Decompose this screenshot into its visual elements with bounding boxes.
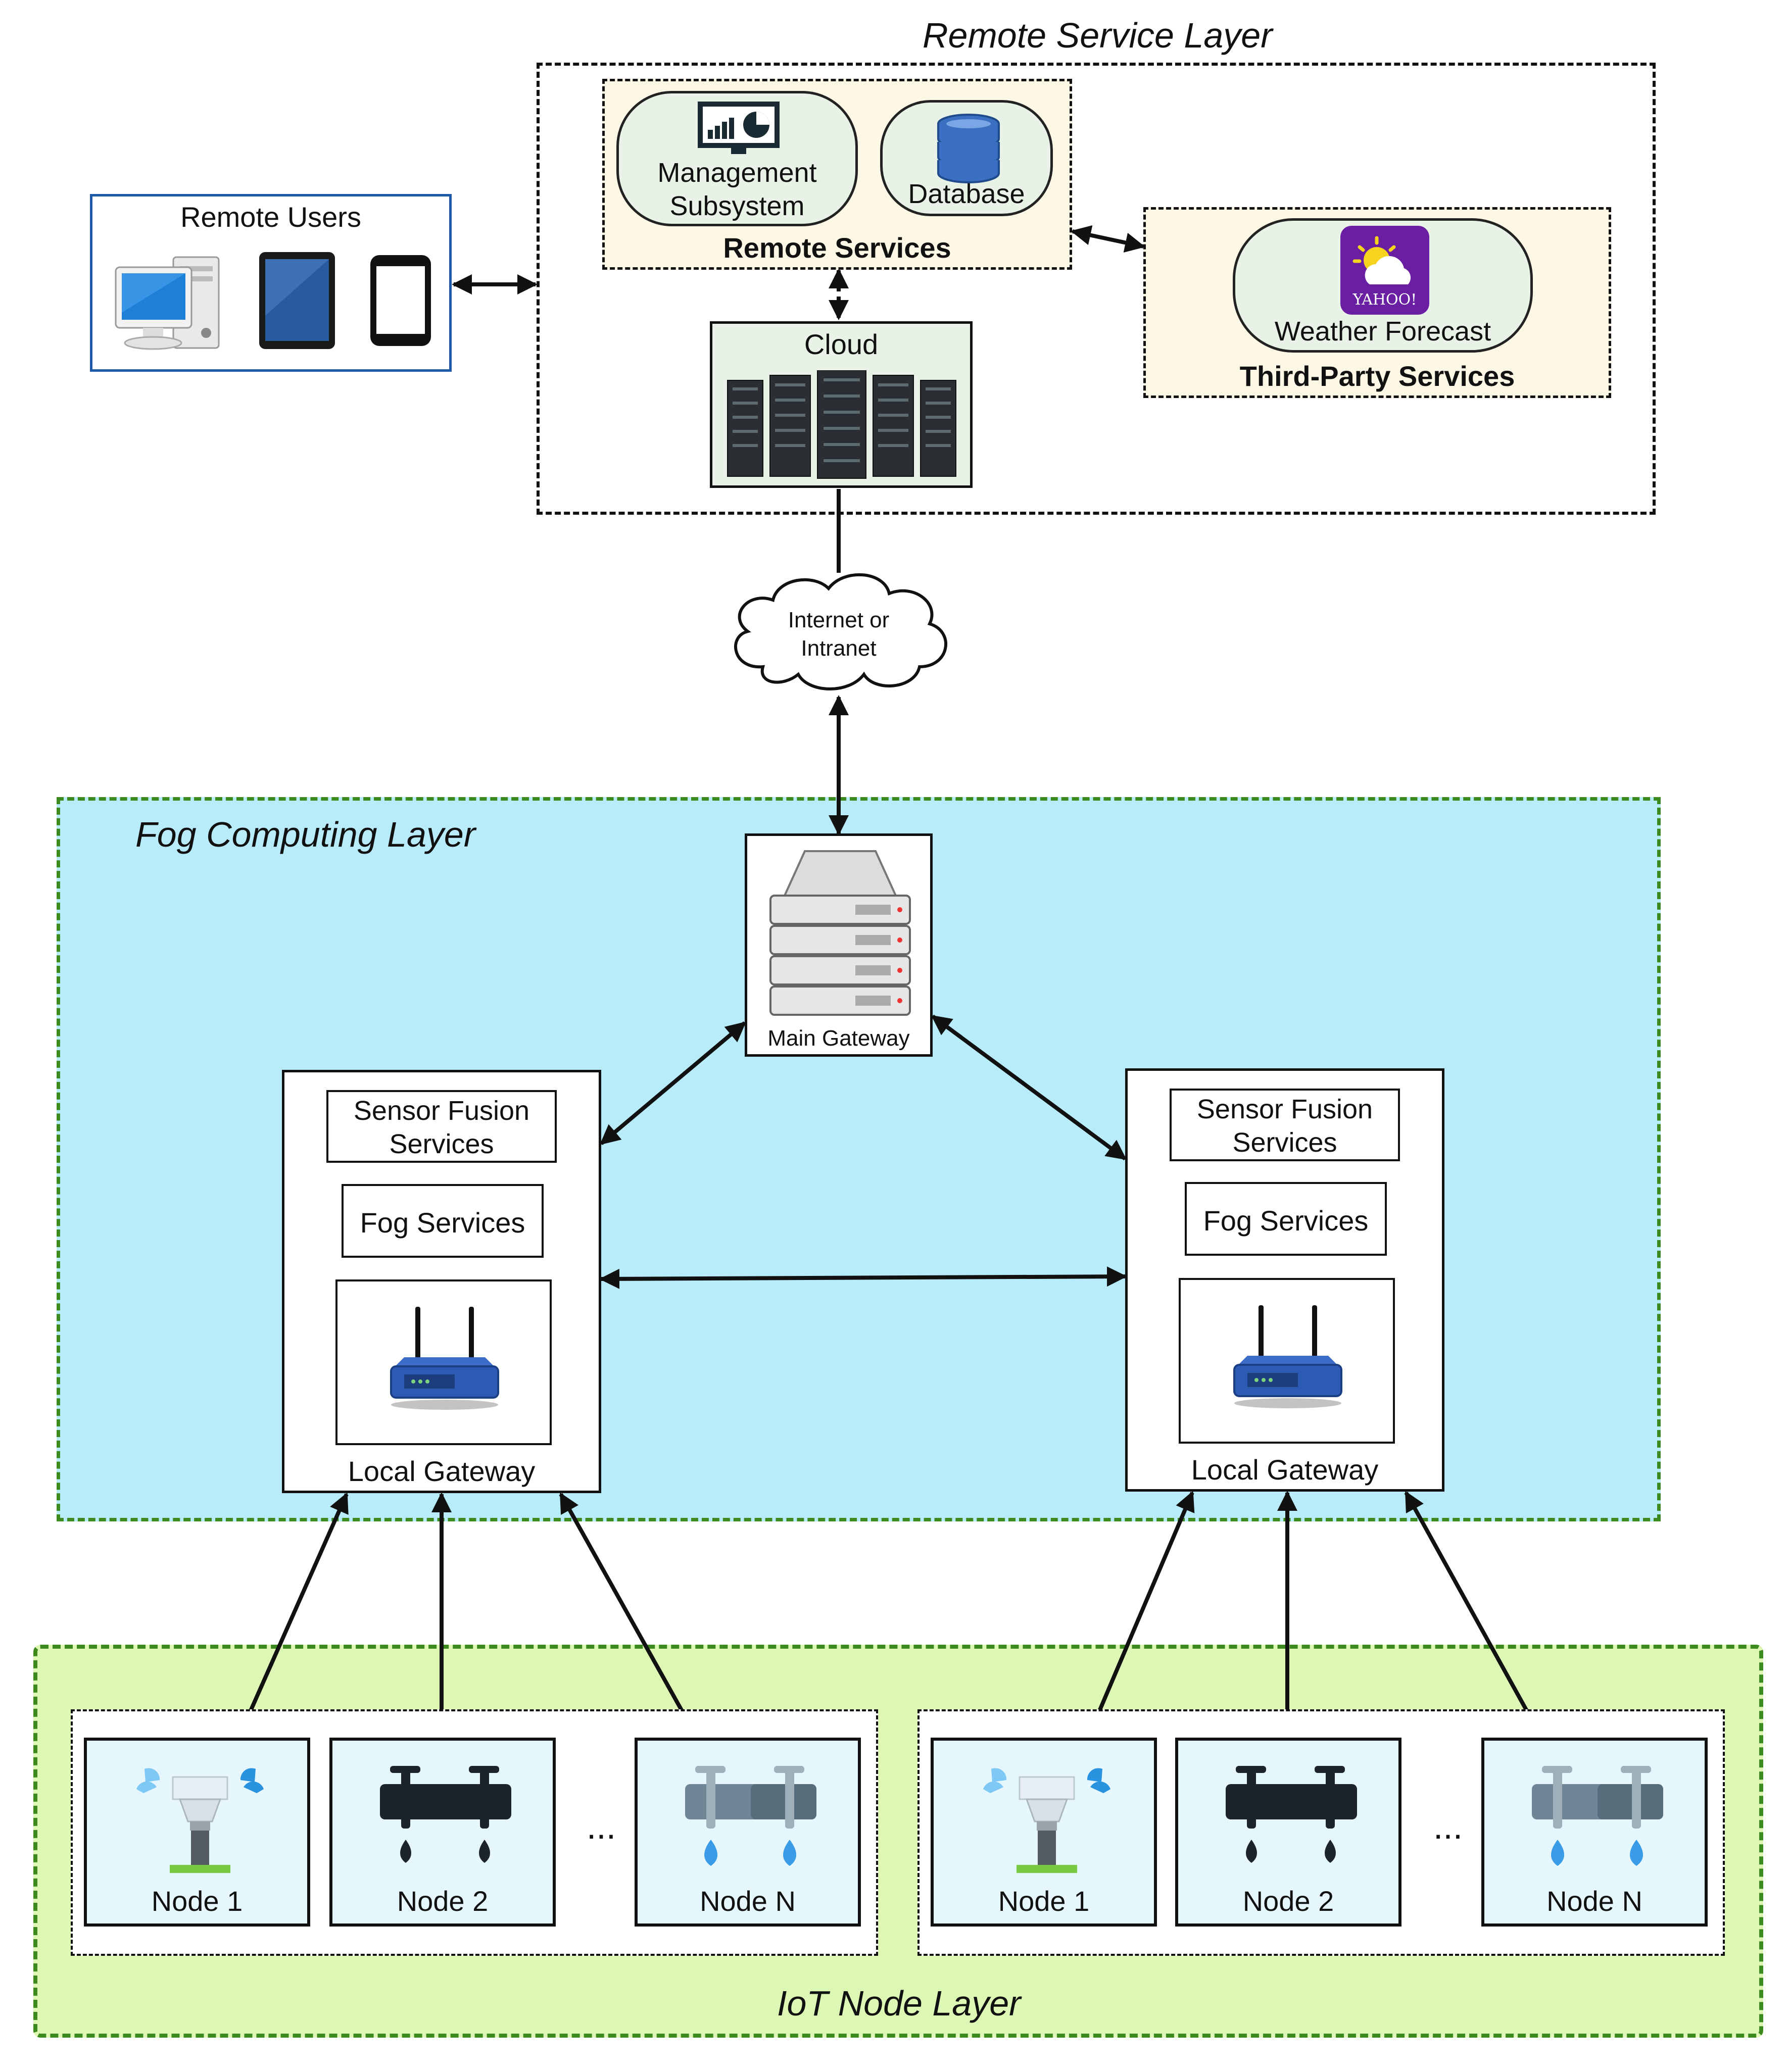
remote-users-box: Remote Users: [90, 194, 452, 372]
cloud-label: Cloud: [804, 328, 879, 360]
analytics-monitor-icon: [698, 102, 780, 154]
desktop-icon: [115, 256, 220, 350]
node-label: Node 1: [998, 1885, 1090, 1917]
fog-services-label: Fog Services: [360, 1207, 525, 1239]
left-to-right-gateway-arrow: [599, 1266, 1127, 1289]
left-gw-node1-arrow: [238, 1492, 349, 1736]
sprinkler-icon: [983, 1768, 1110, 1873]
remote-users-title: Remote Users: [180, 201, 361, 233]
cloud-box[interactable]: Cloud: [710, 321, 973, 488]
server-rack-icon: [727, 370, 956, 479]
node-label: Node 2: [1242, 1885, 1334, 1917]
management-subsystem-label: Management Subsystem: [657, 158, 817, 221]
node-n-left[interactable]: Node N: [635, 1738, 861, 1927]
services-to-thirdparty-arrow: [1071, 225, 1145, 253]
main-gateway-label: Main Gateway: [767, 1026, 910, 1051]
right-gw-nodeN-arrow: [1404, 1491, 1541, 1736]
main-to-right-gateway-arrow: [931, 1014, 1127, 1161]
drip-pipe-dark-icon: [380, 1766, 511, 1863]
yahoo-logo-text: YAHOO!: [1352, 291, 1417, 309]
remote-layer-title: Remote Service Layer: [923, 16, 1273, 55]
node-label: Node 1: [151, 1885, 243, 1917]
sensor-fusion-services-left[interactable]: Sensor Fusion Services: [326, 1090, 557, 1163]
internet-cloud-shape: [734, 573, 947, 690]
node-label: Node N: [700, 1885, 796, 1917]
database-pill[interactable]: Database: [880, 100, 1053, 216]
tablet-icon: [259, 252, 335, 349]
sensor-fusion-services-right[interactable]: Sensor Fusion Services: [1170, 1089, 1400, 1161]
router-frame-right: [1179, 1278, 1395, 1444]
fog-services-right[interactable]: Fog Services: [1185, 1182, 1387, 1256]
node-1-left[interactable]: Node 1: [84, 1738, 310, 1927]
ellipsis-left: ...: [586, 1807, 616, 1846]
ellipsis-right: ...: [1433, 1807, 1463, 1846]
fog-services-label: Fog Services: [1203, 1205, 1369, 1237]
left-gw-nodeN-arrow: [559, 1492, 697, 1736]
remote-service-layer: [537, 63, 1656, 515]
internet-label: Internet or Intranet: [788, 608, 890, 661]
third-party-label: Third-Party Services: [1239, 360, 1515, 392]
wifi-router-icon: [390, 1307, 499, 1410]
router-frame-left: [335, 1279, 552, 1445]
right-gw-node1-arrow: [1087, 1491, 1195, 1736]
fog-services-left[interactable]: Fog Services: [342, 1184, 544, 1258]
drip-pipe-dark-icon: [1226, 1766, 1357, 1863]
iot-layer-title: IoT Node Layer: [777, 1984, 1021, 2023]
local-gateway-label: Local Gateway: [348, 1455, 536, 1487]
phone-icon: [370, 255, 431, 346]
drip-pipe-blue-icon: [1532, 1766, 1663, 1866]
node-label: Node 2: [397, 1885, 489, 1917]
sprinkler-icon: [136, 1768, 264, 1873]
main-gateway-box[interactable]: Main Gateway: [745, 833, 933, 1057]
yahoo-weather-icon: YAHOO!: [1340, 226, 1429, 315]
node-2-left[interactable]: Node 2: [329, 1738, 556, 1927]
weather-forecast-pill[interactable]: YAHOO! Weather Forecast: [1233, 218, 1533, 353]
fog-layer-title: Fog Computing Layer: [135, 815, 476, 854]
remote-services-label: Remote Services: [723, 232, 951, 264]
node-2-right[interactable]: Node 2: [1175, 1738, 1401, 1927]
server-stack-icon: [769, 850, 911, 1016]
management-subsystem-pill[interactable]: Management Subsystem: [616, 91, 858, 226]
main-to-left-gateway-arrow: [599, 1021, 747, 1146]
sensor-fusion-label: Sensor Fusion Services: [353, 1096, 530, 1159]
database-icon: [937, 114, 1000, 183]
node-label: Node N: [1546, 1885, 1642, 1917]
node-1-right[interactable]: Node 1: [931, 1738, 1157, 1927]
wifi-router-icon: [1233, 1305, 1342, 1408]
drip-pipe-blue-icon: [685, 1766, 816, 1866]
local-gateway-label: Local Gateway: [1191, 1454, 1379, 1486]
database-label: Database: [908, 179, 1025, 209]
node-n-right[interactable]: Node N: [1481, 1738, 1708, 1927]
weather-forecast-label: Weather Forecast: [1274, 316, 1491, 347]
sensor-fusion-label: Sensor Fusion Services: [1196, 1094, 1373, 1158]
